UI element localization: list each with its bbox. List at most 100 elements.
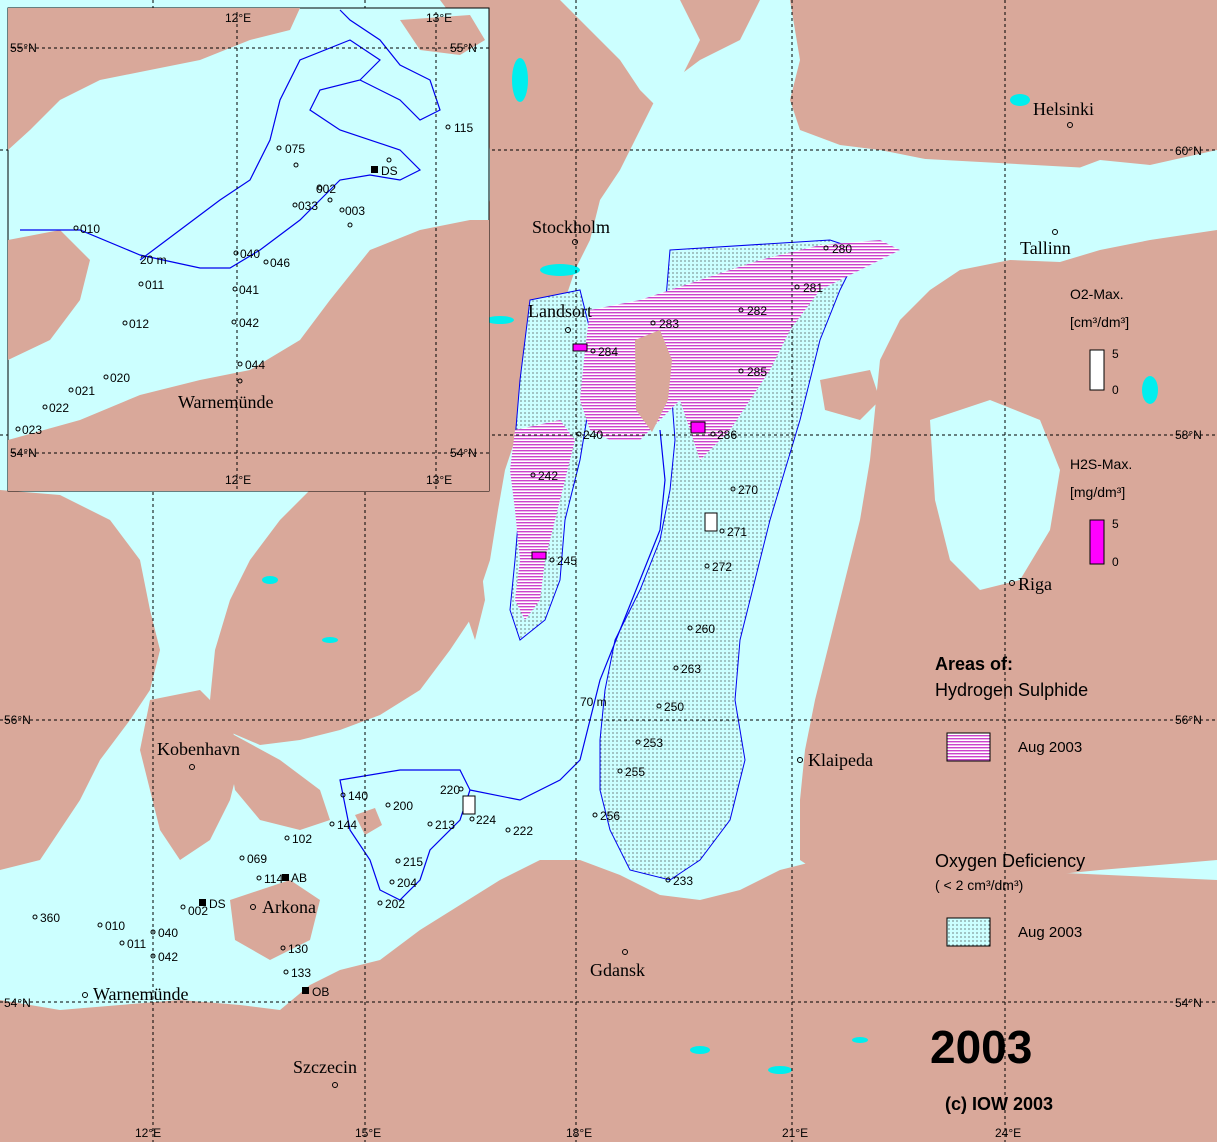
city-label: Warnemünde: [93, 984, 189, 1004]
h2s-legend-unit: [mg/dm³]: [1070, 484, 1125, 500]
legend-areas-title: Areas of:: [935, 654, 1013, 674]
gulf-of-finland: [760, 150, 1217, 260]
grid-labels: 12°E 15°E 18°E 21°E 24°E 54°N 54°N 56°N …: [4, 144, 1202, 1140]
station-label: 260: [695, 622, 715, 636]
station-label: 242: [538, 469, 558, 483]
map-label: Aug 2003: [1018, 924, 1082, 941]
station-label: 233: [673, 874, 693, 888]
station-label: 202: [385, 897, 405, 911]
station-label: 075: [285, 142, 305, 156]
station-label: 285: [747, 365, 767, 379]
h2s-legend-scale: [1089, 519, 1105, 565]
gulf-of-riga: [930, 400, 1060, 590]
station-label: 114: [264, 872, 283, 886]
station-label: 271: [727, 525, 747, 539]
map-label: 54°N: [10, 446, 37, 460]
gulf-of-bothnia: [560, 0, 700, 110]
station-label: 245: [557, 554, 577, 568]
o2-legend-title: O2-Max.: [1070, 286, 1124, 302]
h2s-legend-title: H2S-Max.: [1070, 456, 1132, 472]
station-labels: 280 281 282 283 284 285 286 240 242 245 …: [40, 242, 852, 999]
station-label: 023: [22, 423, 42, 437]
city-label: Tallinn: [1020, 238, 1071, 258]
legend: O2-Max. [cm³/dm³] 5 0 H2S-Max. [mg/dm³] …: [930, 286, 1132, 1114]
map-label: 54°N: [450, 446, 477, 460]
inset-map: 12°E 13°E 12°E 13°E 55°N 55°N 54°N 54°N …: [7, 7, 490, 492]
station-label: 272: [712, 560, 732, 574]
station-label: 284: [598, 345, 618, 359]
station-label: 360: [40, 911, 60, 925]
station-label: 283: [659, 317, 679, 331]
station-label: 033: [298, 199, 318, 213]
station-label: 042: [239, 316, 259, 330]
map-label: 0: [1112, 555, 1119, 569]
lon-label: 18°E: [566, 1126, 592, 1140]
city-label: Kobenhavn: [157, 739, 240, 759]
lat-label: 56°N: [1175, 713, 1202, 727]
station-label: OB: [312, 985, 329, 999]
isobath-70m: [469, 429, 666, 801]
station-label: 040: [158, 926, 178, 940]
station-label: 069: [247, 852, 267, 866]
station-label: 215: [403, 855, 423, 869]
station-label: 022: [49, 401, 69, 415]
o2-legend-unit: [cm³/dm³]: [1070, 314, 1129, 330]
station-label: 240: [583, 428, 603, 442]
legend-od-swatch: [946, 917, 991, 947]
station-label: 140: [348, 789, 368, 803]
station-label: 012: [129, 317, 149, 331]
cities: Helsinki Stockholm Tallinn Landsort Riga…: [82, 99, 1094, 1088]
station-label: 144: [337, 818, 357, 832]
station-label: 222: [513, 824, 533, 838]
station-squares: [199, 874, 309, 994]
station-label: 042: [158, 950, 178, 964]
lat-label: 58°N: [1175, 428, 1202, 442]
map-label: 5: [1112, 517, 1119, 531]
lon-label: 12°E: [135, 1126, 161, 1140]
station-label: 010: [80, 222, 100, 236]
station-label: 256: [600, 809, 620, 823]
legend-od-label: Oxygen Deficiency: [935, 851, 1085, 871]
map-label: 0: [1112, 383, 1119, 397]
station-label: 020: [110, 371, 130, 385]
station-label: 002: [316, 182, 336, 196]
lat-label: 56°N: [4, 713, 31, 727]
station-label: 102: [292, 832, 312, 846]
lat-label: 60°N: [1175, 144, 1202, 158]
station-label: 220: [440, 783, 460, 797]
depth-label: 20 m: [140, 253, 167, 267]
station-label: 255: [625, 765, 645, 779]
map-label: 12°E: [225, 11, 251, 25]
station-label: 263: [681, 662, 701, 676]
station-label: 250: [664, 700, 684, 714]
station-label: DS: [209, 897, 226, 911]
city-label: Klaipeda: [808, 750, 873, 770]
map-label: 13°E: [426, 473, 452, 487]
station-label: 041: [239, 283, 259, 297]
station-label: 021: [75, 384, 95, 398]
o2-legend-scale: [1089, 349, 1105, 391]
map-label: 13°E: [426, 11, 452, 25]
station-label: 281: [803, 281, 823, 295]
city-label: Gdansk: [590, 960, 645, 980]
map-label: 5: [1112, 347, 1119, 361]
station-label: DS: [381, 164, 398, 178]
lon-label: 24°E: [995, 1126, 1021, 1140]
city-label: Landsort: [528, 301, 592, 321]
oxygen-deficiency-area: [599, 239, 861, 881]
station-label: 003: [345, 204, 365, 218]
station-label: 213: [435, 818, 455, 832]
station-label: 204: [397, 876, 417, 890]
station-label: 010: [105, 919, 125, 933]
station-label: 002: [188, 904, 208, 918]
station-label: 133: [291, 966, 311, 980]
legend-h2s-swatch: [946, 732, 991, 762]
lon-label: 21°E: [782, 1126, 808, 1140]
station-label: 040: [240, 247, 260, 261]
station-label: 286: [717, 428, 737, 442]
legend-h2s-label: Hydrogen Sulphide: [935, 680, 1088, 700]
station-label: 115: [454, 121, 473, 135]
station-label: 270: [738, 483, 758, 497]
isobath-bornholm: [339, 769, 471, 901]
